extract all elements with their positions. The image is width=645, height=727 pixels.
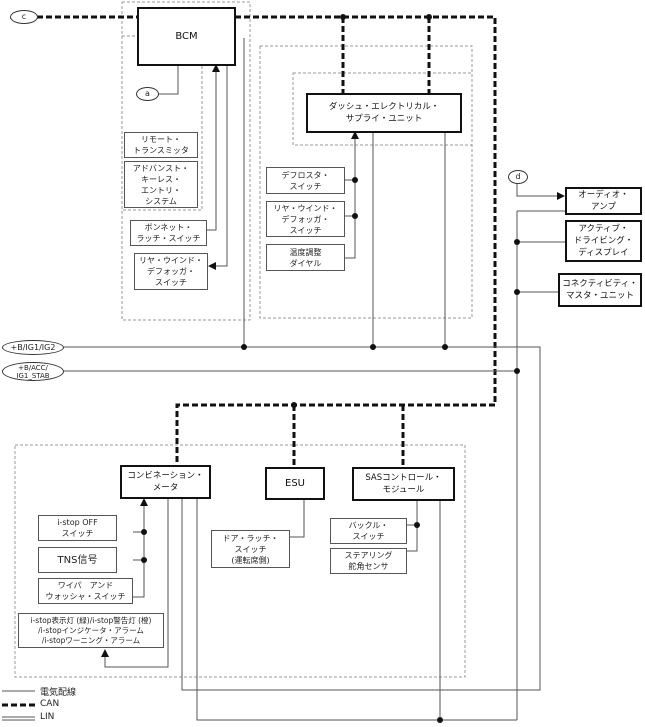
arrow-icon: [557, 192, 565, 200]
junction: [141, 557, 147, 563]
sas-control-module[interactable]: SASコントロール・ モジュール: [352, 467, 455, 501]
connector-c: c: [10, 10, 38, 24]
wire-bcm-a: [158, 60, 179, 95]
steering-angle-sensor[interactable]: ステアリング 舵角センサ: [330, 548, 407, 574]
junction: [442, 344, 448, 350]
wire-meter-lin: [196, 498, 517, 721]
temperature-dial[interactable]: 温度調整 ダイヤル: [266, 244, 345, 271]
junction: [414, 522, 420, 528]
junction: [241, 344, 247, 350]
connectivity-master-unit[interactable]: コネクティビティ・ マスタ・ユニット: [558, 273, 642, 307]
dash-inner-frame: [292, 72, 473, 146]
tns-signal[interactable]: TNS信号: [38, 547, 117, 573]
audio-amp-module[interactable]: オーディオ・ アンプ: [565, 187, 642, 215]
wire-meter-out: [104, 498, 169, 668]
wire-bonnet: [207, 72, 217, 231]
connector-power-b-ig1-ig2: +B/IG1/IG2: [2, 340, 64, 355]
door-latch-switch[interactable]: ドア・ラッチ・ スイッチ (運転席側): [211, 530, 290, 568]
wiper-washer-switch[interactable]: ワイパ アンド ウォッシャ・スイッチ: [38, 578, 133, 604]
remote-transmitter[interactable]: リモート・ トランスミッタ: [124, 132, 198, 158]
arrow-icon: [212, 64, 220, 72]
can-bus-top: [37, 15, 497, 467]
dash-group-frame: [259, 45, 473, 319]
junction: [291, 402, 297, 408]
arrow-icon: [140, 498, 148, 506]
istop-indicator-lamps[interactable]: i-stop表示灯 (緑)/i-stop警告灯 (橙) /i-stopインジケー…: [18, 613, 164, 648]
arrow-icon: [208, 262, 216, 270]
istop-off-switch[interactable]: i-stop OFF スイッチ: [38, 515, 117, 541]
legend-label-can: CAN: [40, 699, 60, 709]
junction: [141, 529, 147, 535]
rear-window-defogger-switch-bcm[interactable]: リヤ・ウインド・ デフォッガ・ スイッチ: [134, 253, 208, 290]
advanced-keyless-entry-system[interactable]: アドバンスト・ キーレス・ エントリ・ システム: [124, 161, 198, 208]
buckle-switch[interactable]: バックル・ スイッチ: [330, 518, 407, 544]
connector-power-b-acc-ig1stab: +B/ACC/ IG1_STAB: [2, 362, 64, 381]
active-driving-display-module[interactable]: アクティブ・ ドライビング・ ディスプレイ: [565, 220, 642, 262]
junction: [426, 14, 432, 20]
junction: [514, 239, 520, 245]
wire-meter-in: [133, 498, 145, 598]
defroster-switch[interactable]: デフロスタ・ スイッチ: [266, 167, 345, 194]
bcm-module[interactable]: BCM: [137, 7, 236, 66]
arrow-icon: [101, 649, 109, 657]
junction: [370, 344, 376, 350]
wire-bcm-defog: [216, 38, 228, 267]
lower-group-frame: [14, 444, 466, 678]
connector-a: a: [136, 87, 159, 101]
esu-module[interactable]: ESU: [265, 467, 325, 500]
legend-label-lin: LIN: [40, 712, 55, 722]
junction: [437, 717, 443, 723]
junction: [514, 368, 520, 374]
wire-d: [516, 183, 560, 197]
wire-sas-in: [407, 500, 418, 552]
junction: [514, 289, 520, 295]
combination-meter-module[interactable]: コンビネーション・ メータ: [120, 465, 211, 499]
legend-lines: [2, 690, 35, 721]
wire-dash-in: [345, 131, 356, 259]
arrow-icon: [351, 131, 359, 139]
connector-d: d: [508, 170, 528, 184]
junction: [352, 213, 358, 219]
wire-power1: [64, 346, 541, 691]
rear-window-defogger-switch-dash[interactable]: リヤ・ウインド・ デフォッガ・ スイッチ: [266, 201, 345, 237]
junction: [340, 14, 346, 20]
legend-label-wiring: 電気配線: [40, 688, 77, 698]
dash-electrical-supply-unit[interactable]: ダッシュ・エレクトリカル・ サプライ・ユニット: [306, 93, 462, 133]
junction: [352, 177, 358, 183]
bonnet-latch-switch[interactable]: ボンネット・ ラッチ・スイッチ: [130, 220, 207, 246]
